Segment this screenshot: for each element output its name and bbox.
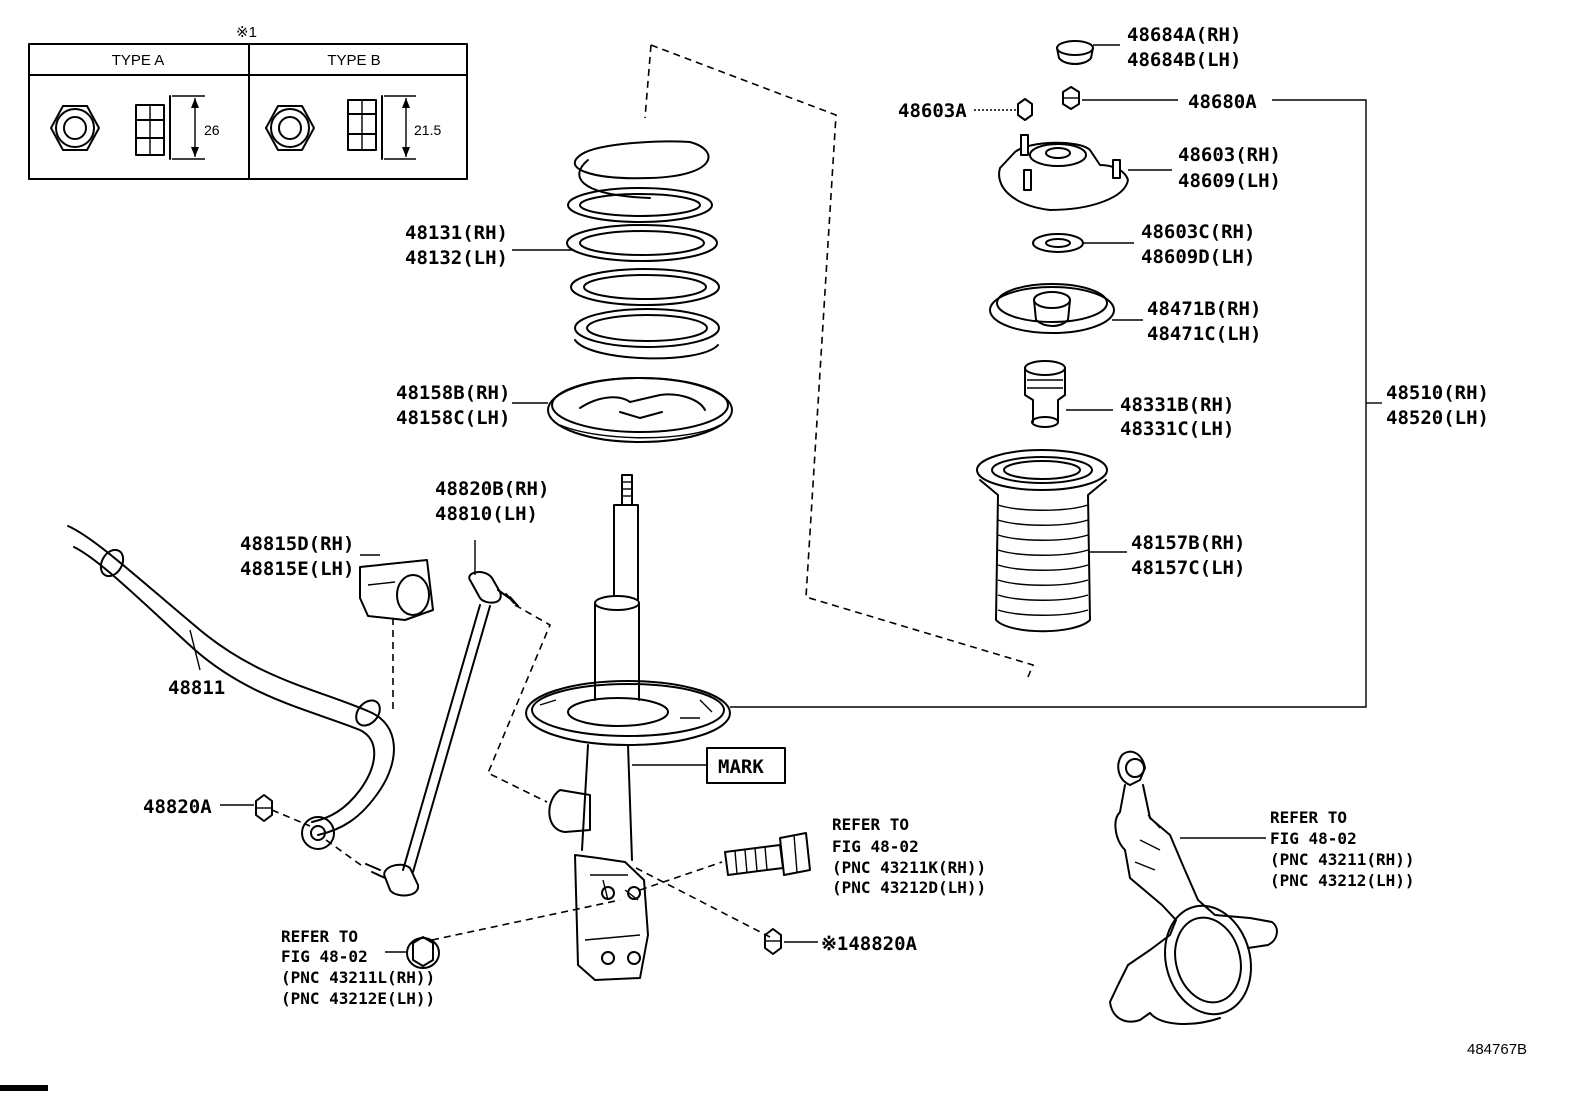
steering-knuckle-drawing <box>1109 750 1278 1025</box>
nut-refer-line4: (PNC 43212E(LH)) <box>281 989 435 1008</box>
type-b-nut-top-icon <box>265 105 315 151</box>
label-48158b: 48158B(RH) <box>396 382 510 404</box>
knuckle-refer-line1: REFER TO <box>1270 808 1347 827</box>
label-48815e: 48815E(LH) <box>240 558 354 580</box>
label-48684a: 48684A(RH) <box>1127 24 1241 46</box>
knuckle-refer-line3: (PNC 43211(RH)) <box>1270 850 1415 869</box>
nut-refer-line1: REFER TO <box>281 927 358 946</box>
label-48811: 48811 <box>168 677 225 699</box>
coil-spring-drawing <box>566 140 720 360</box>
nut-type-inset: ※1 TYPE A TYPE B 26 <box>28 24 468 180</box>
type-a-dimension: 26 <box>204 122 220 138</box>
stabilizer-bar-drawing <box>67 525 395 850</box>
mark-label: MARK <box>718 756 764 778</box>
stabilizer-link-drawing <box>365 571 519 897</box>
nut-48603a-icon <box>1017 98 1033 121</box>
flange-nut-drawing <box>406 936 440 969</box>
nut-refer-line3: (PNC 43211L(RH)) <box>281 968 435 987</box>
bound-stopper-drawing <box>1024 360 1066 428</box>
label-48810: 48810(LH) <box>435 503 538 525</box>
bolt-refer-line1: REFER TO <box>832 815 909 834</box>
type-b-nut-side-icon <box>347 95 416 160</box>
assembly-bracket <box>730 99 1382 708</box>
label-48603a: 48603A <box>898 100 967 122</box>
dust-boot-drawing <box>976 449 1108 633</box>
label-48510: 48510(RH) <box>1386 382 1489 404</box>
nut-48820a-left-icon <box>255 794 273 822</box>
label-48520: 48520(LH) <box>1386 407 1489 429</box>
label-48157b: 48157B(RH) <box>1131 532 1245 554</box>
label-48820a-left: 48820A <box>143 796 212 818</box>
label-48158c: 48158C(LH) <box>396 407 510 429</box>
bolt-refer-line3: (PNC 43211K(RH)) <box>832 858 986 877</box>
label-48820b: 48820B(RH) <box>435 478 549 500</box>
label-48331b: 48331B(RH) <box>1120 394 1234 416</box>
bolt-drawing <box>724 832 811 876</box>
type-b-title: TYPE B <box>327 52 380 69</box>
strut-drawing <box>525 474 731 981</box>
type-a-title: TYPE A <box>112 52 165 69</box>
knuckle-refer-line2: FIG 48-02 <box>1270 829 1357 848</box>
label-48471b: 48471B(RH) <box>1147 298 1261 320</box>
stabilizer-bushing-drawing <box>359 559 434 621</box>
type-a-nut-top-icon <box>50 105 100 151</box>
spring-insulator-drawing <box>547 377 733 443</box>
bolt-refer-line2: FIG 48-02 <box>832 837 919 856</box>
knuckle-refer-line4: (PNC 43212(LH)) <box>1270 871 1415 890</box>
dust-cap-drawing <box>1056 40 1094 65</box>
label-48603: 48603(RH) <box>1178 144 1281 166</box>
label-48132: 48132(LH) <box>405 247 508 269</box>
diagram-id: 484767B <box>1467 1041 1527 1058</box>
label-48603c: 48603C(RH) <box>1141 221 1255 243</box>
label-48131: 48131(RH) <box>405 222 508 244</box>
inset-marker: ※1 <box>236 24 257 41</box>
washer-drawing <box>1032 233 1084 253</box>
label-48609d: 48609D(LH) <box>1141 246 1255 268</box>
nut-48820a-right-icon <box>764 928 782 955</box>
label-48331c: 48331C(LH) <box>1120 418 1234 440</box>
nut-refer-line2: FIG 48-02 <box>281 947 368 966</box>
label-48684b: 48684B(LH) <box>1127 49 1241 71</box>
label-48815d: 48815D(RH) <box>240 533 354 555</box>
type-b-dimension: 21.5 <box>414 122 441 138</box>
type-a-nut-side-icon <box>135 95 205 160</box>
corner-mark <box>0 1085 48 1091</box>
label-48471c: 48471C(LH) <box>1147 323 1261 345</box>
label-48680a: 48680A <box>1188 91 1257 113</box>
bearing-seat-drawing <box>989 283 1115 334</box>
upper-support-drawing <box>998 134 1129 211</box>
label-48609: 48609(LH) <box>1178 170 1281 192</box>
label-48157c: 48157C(LH) <box>1131 557 1245 579</box>
bolt-refer-line4: (PNC 43212D(LH)) <box>832 878 986 897</box>
nut-48680a-icon <box>1062 86 1080 110</box>
label-48820a-right: ※148820A <box>821 933 918 955</box>
assembly-dashed-outline <box>650 44 1035 678</box>
